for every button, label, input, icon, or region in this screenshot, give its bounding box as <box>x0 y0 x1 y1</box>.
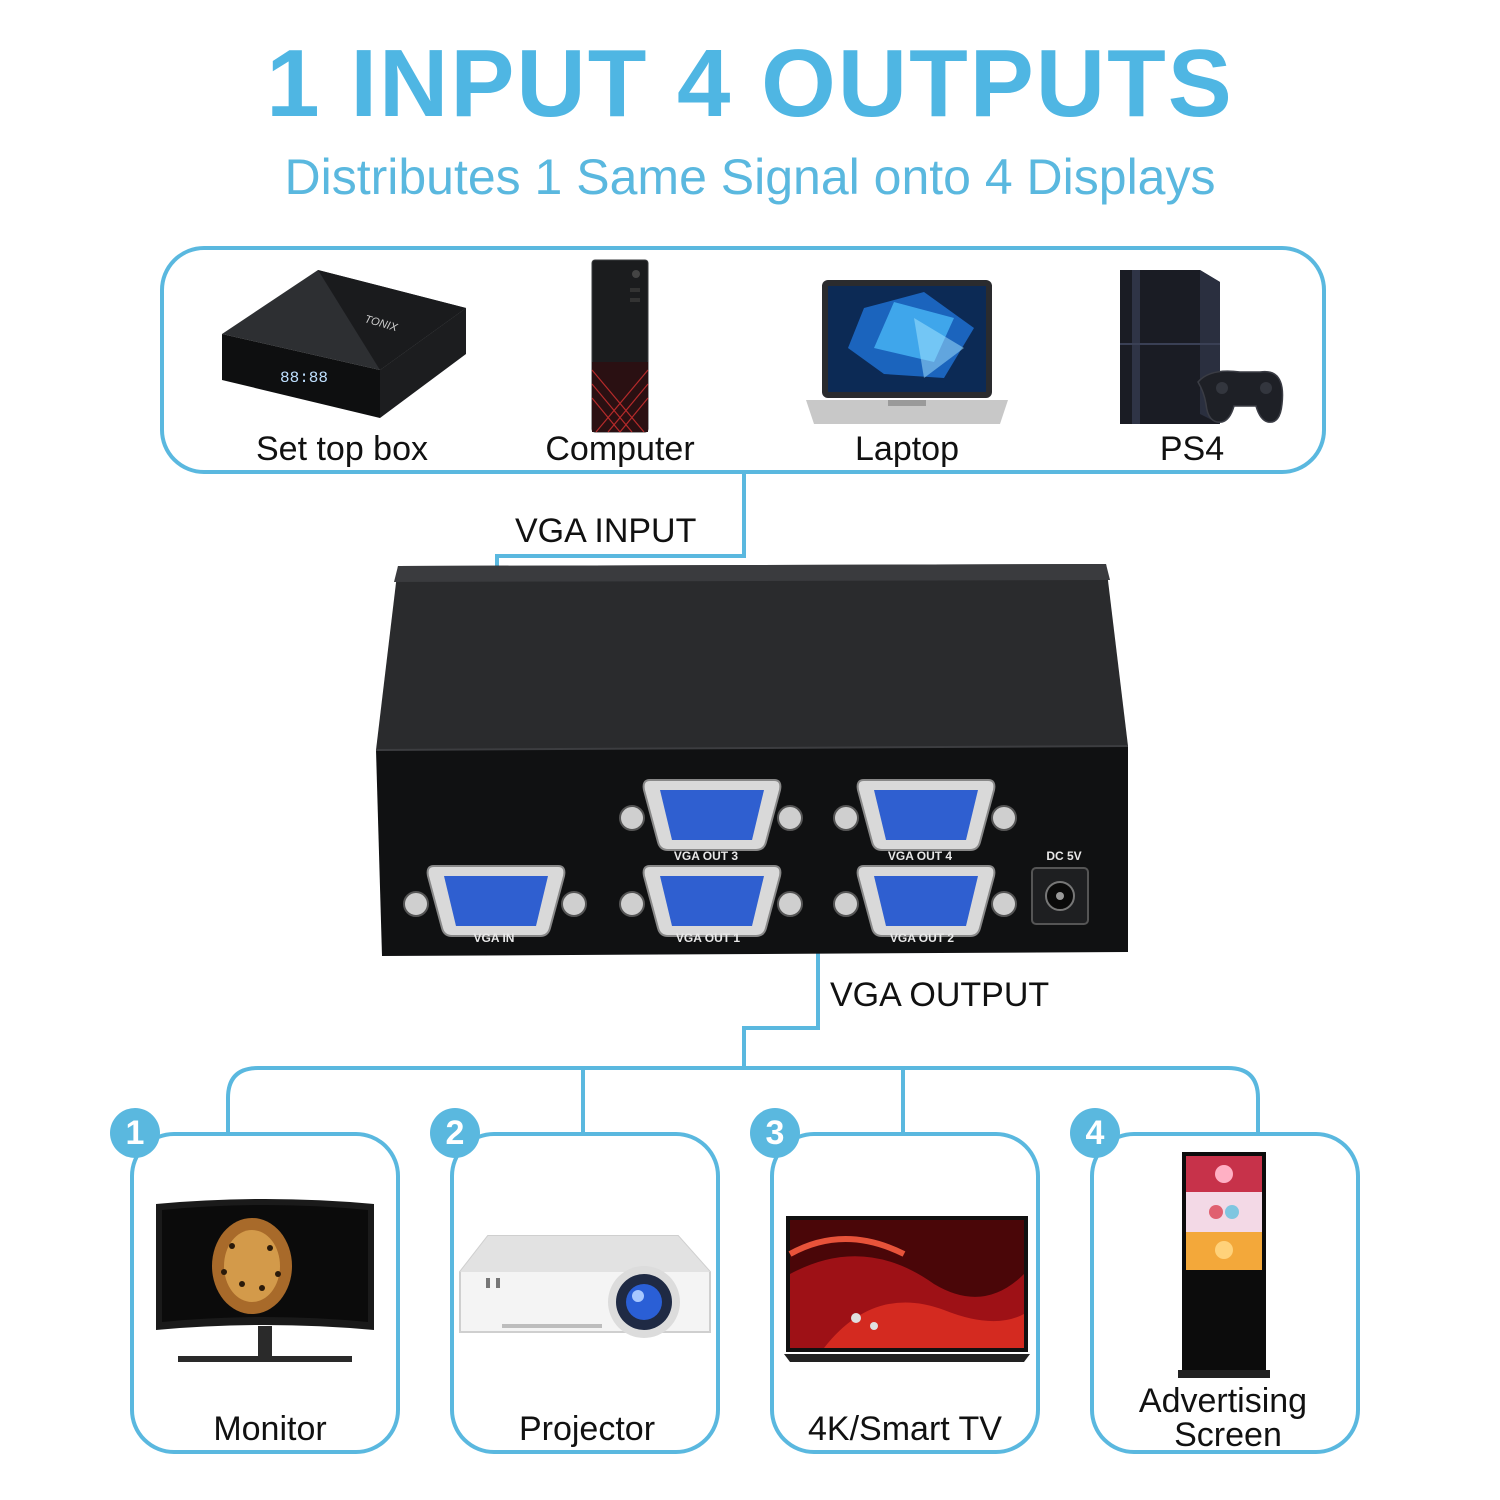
input-label-computer: Computer <box>545 430 695 468</box>
port-label-out1: VGA OUT 1 <box>676 931 741 945</box>
input-label-set-top-box: Set top box <box>255 430 428 468</box>
page-subtitle: Distributes 1 Same Signal onto 4 Display… <box>284 149 1216 205</box>
vga-port-out4 <box>833 779 1017 851</box>
output-label-projector: Projector <box>518 1410 656 1448</box>
page-title: 1 INPUT 4 OUTPUTS <box>266 30 1234 137</box>
output-number-badge-2: 2 <box>430 1108 480 1158</box>
output-label-advertising-line1: Advertising <box>1138 1382 1308 1420</box>
vga-splitter-device: VGA OUT 3 VGA OUT 4 VGA IN VGA OUT 1 VGA… <box>375 564 1129 956</box>
port-label-in: VGA IN <box>474 931 515 945</box>
vga-input-label: VGA INPUT <box>515 512 697 550</box>
output-label-smart-tv: 4K/Smart TV <box>808 1410 1002 1448</box>
vga-port-out3 <box>619 779 803 851</box>
output-number-badge-3: 3 <box>750 1108 800 1158</box>
set-top-box-display: 88:88 <box>280 369 328 387</box>
smart-tv-icon <box>784 1216 1030 1362</box>
set-top-box-icon: TONIX 88:88 <box>222 270 466 418</box>
laptop-icon <box>806 280 1008 424</box>
output-label-monitor: Monitor <box>213 1410 327 1448</box>
output-bus-line <box>226 1066 1260 1132</box>
port-label-out4: VGA OUT 4 <box>888 849 953 863</box>
port-label-out2: VGA OUT 2 <box>890 931 955 945</box>
output-number-badge-4: 4 <box>1070 1108 1120 1158</box>
dc-power-jack <box>1031 867 1089 925</box>
vga-output-label: VGA OUTPUT <box>830 976 1050 1014</box>
port-label-out3: VGA OUT 3 <box>674 849 739 863</box>
output-connector-line <box>742 932 820 1068</box>
output-label-advertising-line2: Screen <box>1174 1416 1282 1454</box>
vga-port-in <box>403 865 587 937</box>
power-label: DC 5V <box>1046 849 1081 863</box>
advertising-screen-icon <box>1178 1152 1270 1378</box>
output-number-badge-1: 1 <box>110 1108 160 1158</box>
input-label-ps4: PS4 <box>1159 430 1225 468</box>
projector-icon <box>459 1235 711 1338</box>
ps4-console-icon <box>1120 270 1284 424</box>
monitor-icon <box>156 1199 374 1362</box>
vga-port-out1 <box>619 865 803 937</box>
input-label-laptop: Laptop <box>855 430 959 468</box>
vga-port-out2 <box>833 865 1017 937</box>
computer-tower-icon <box>591 259 649 433</box>
